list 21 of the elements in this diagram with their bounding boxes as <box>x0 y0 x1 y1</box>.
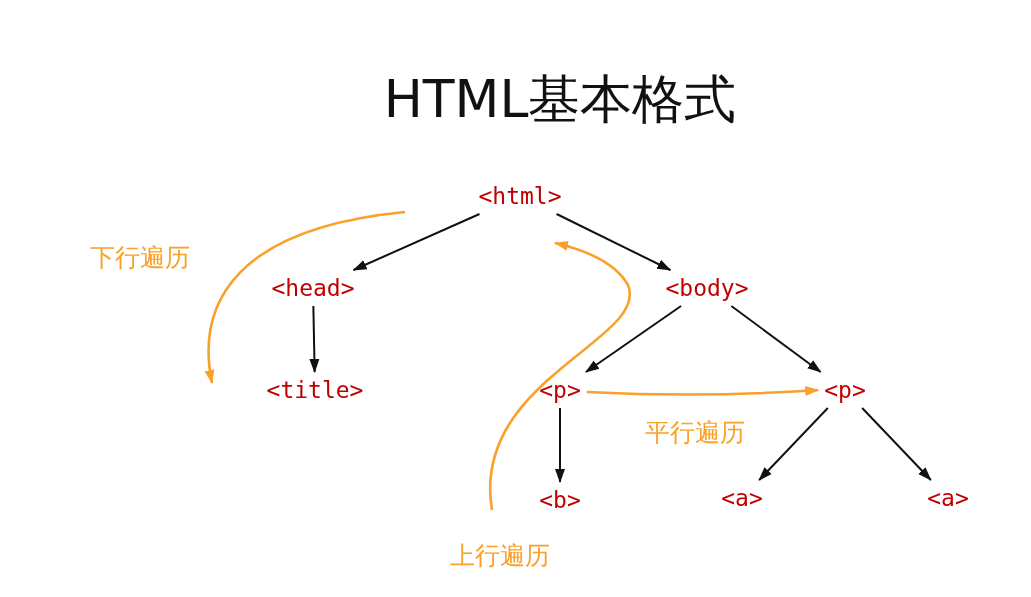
arrow <box>730 305 822 373</box>
traversal-label: 下行遍历 <box>90 241 190 274</box>
tag-label: <body> <box>662 273 752 303</box>
tag-label: <title> <box>263 375 367 405</box>
arrow <box>758 407 829 481</box>
arrow <box>555 213 672 271</box>
arrow <box>584 305 683 373</box>
arrow <box>352 213 481 271</box>
title: HTML基本格式 <box>383 68 737 131</box>
arrow <box>555 407 565 483</box>
arrow <box>861 407 932 481</box>
tag-label: <a> <box>718 483 766 513</box>
arrow <box>586 385 820 396</box>
arrow <box>309 305 320 373</box>
tag-label: <p> <box>821 375 869 405</box>
traversal-label: 上行遍历 <box>450 539 550 572</box>
tag-label: <html> <box>475 181 565 211</box>
tag-label: <a> <box>924 483 972 513</box>
tag-label: <b> <box>536 485 584 515</box>
tag-label: <p> <box>536 375 584 405</box>
tag-label: <head> <box>268 273 358 303</box>
